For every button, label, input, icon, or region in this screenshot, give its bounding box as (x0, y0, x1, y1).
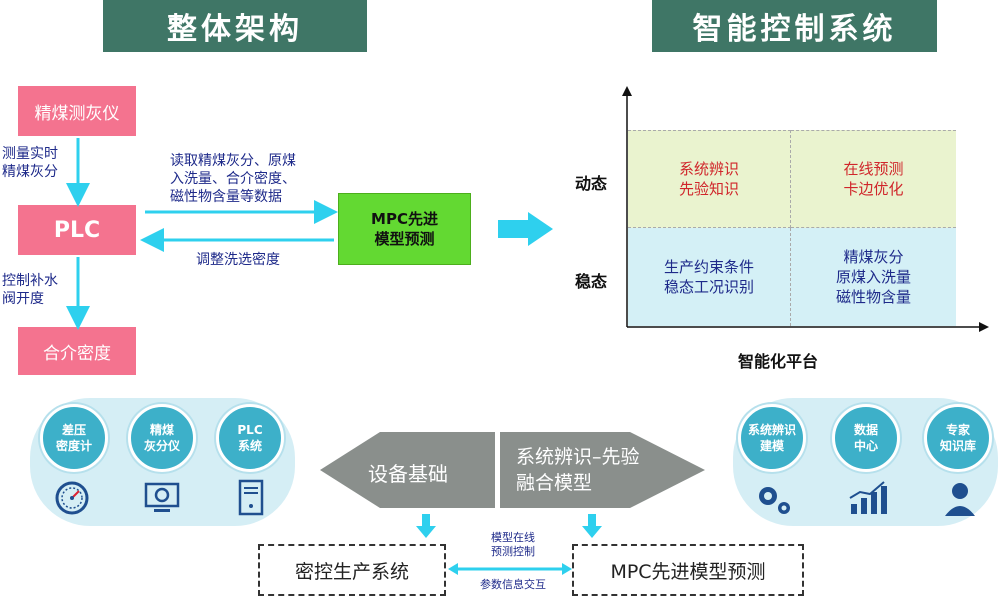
coal-ash-meter-box: 精煤测灰仪 (18, 86, 136, 136)
device-base-arrow (320, 432, 495, 508)
double-arrow (448, 563, 572, 575)
mpc-model-prediction-box: MPC先进模型预测 (572, 544, 804, 596)
row-label-steady: 稳态 (575, 272, 608, 291)
dense-control-production-box: 密控生产系统 (258, 544, 446, 596)
meter-to-plc-label: 测量实时精煤灰分 (2, 146, 58, 180)
medium-density-box: 合介密度 (18, 327, 136, 375)
gears-icon (759, 487, 790, 514)
node-data-center: 数据中心 (832, 404, 900, 472)
left-flow-arrows (66, 138, 553, 330)
platform-axes (622, 86, 989, 332)
monitor-gear-icon (144, 482, 180, 512)
node-expert-knowledge: 专家知识库 (924, 404, 992, 472)
read-data-label: 读取精煤灰分、原煤入洗量、合介密度、磁性物含量等数据 (170, 153, 296, 205)
big-arrow-to-platform (498, 212, 553, 246)
plc-box: PLC (18, 205, 136, 255)
quadrant-top-right: 在线预测卡边优化 (791, 130, 956, 228)
server-icon (238, 479, 264, 516)
node-system-identification: 系统辨识建模 (738, 404, 806, 472)
node-differential-densimeter: 差压密度计 (40, 404, 108, 472)
quadrant-bottom-right: 精煤灰分原煤入洗量磁性物含量 (791, 228, 956, 326)
device-base-label: 设备基础 (368, 462, 448, 486)
quadrant-top-left: 系统辨识先验知识 (628, 130, 791, 228)
fusion-model-label: 系统辨识–先验融合模型 (516, 446, 640, 494)
gauge-icon (55, 481, 89, 515)
link-top-label: 模型在线预测控制 (491, 531, 535, 558)
down-arrows (416, 514, 602, 538)
row-label-dynamic: 动态 (575, 174, 608, 193)
node-ash-analyzer: 精煤灰分仪 (128, 404, 196, 472)
grey-arrow-shapes (320, 432, 705, 508)
person-icon (945, 483, 975, 516)
header-intelligent-control-system: 智能控制系统 (652, 0, 937, 52)
header-overall-architecture: 整体架构 (103, 0, 367, 52)
adjust-density-label: 调整洗选密度 (196, 252, 280, 268)
link-bottom-label: 参数信息交互 (480, 578, 546, 591)
quadrant-bottom-left: 生产约束条件稳态工况识别 (628, 228, 791, 326)
mpc-model-predict-box: MPC先进模型预测 (338, 193, 471, 265)
plc-to-density-label: 控制补水阀开度 (2, 273, 58, 307)
platform-label: 智能化平台 (738, 352, 819, 371)
fusion-model-arrow (500, 432, 705, 508)
bar-chart-icon (849, 481, 887, 514)
